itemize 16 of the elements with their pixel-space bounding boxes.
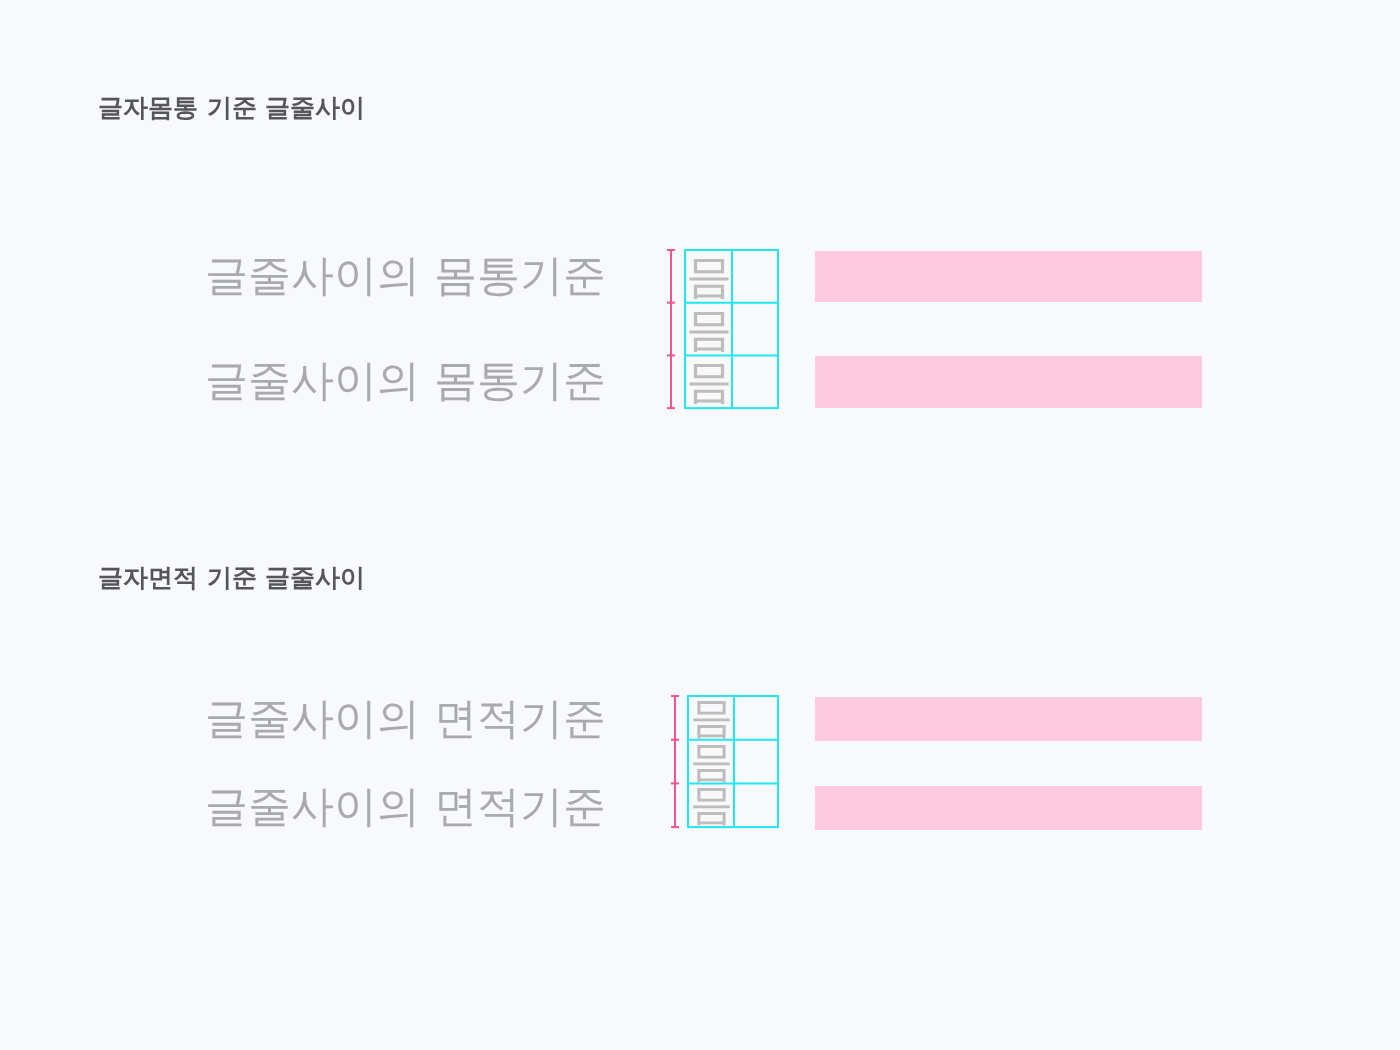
line-box-bar [815, 786, 1202, 830]
sample-glyph: 믐 [689, 739, 733, 784]
sample-glyph: 믐 [686, 250, 731, 303]
section-heading: 글자몸통 기준 글줄사이 [98, 93, 366, 123]
sample-text-line: 글줄사이의 면적기준 [205, 692, 606, 744]
line-box-bar [815, 697, 1202, 741]
sample-text-line: 글줄사이의 몸통기준 [205, 354, 606, 406]
line-box-bar [815, 251, 1202, 302]
sample-text-line: 글줄사이의 면적기준 [205, 780, 606, 832]
section-heading: 글자면적 기준 글줄사이 [98, 563, 366, 593]
sample-text-line: 글줄사이의 몸통기준 [205, 249, 606, 301]
sample-glyph: 믐 [686, 355, 731, 409]
line-box-bar [815, 356, 1202, 408]
sample-glyph: 믐 [689, 696, 733, 740]
sample-glyph: 믐 [686, 302, 731, 356]
sample-glyph: 믐 [689, 783, 733, 828]
